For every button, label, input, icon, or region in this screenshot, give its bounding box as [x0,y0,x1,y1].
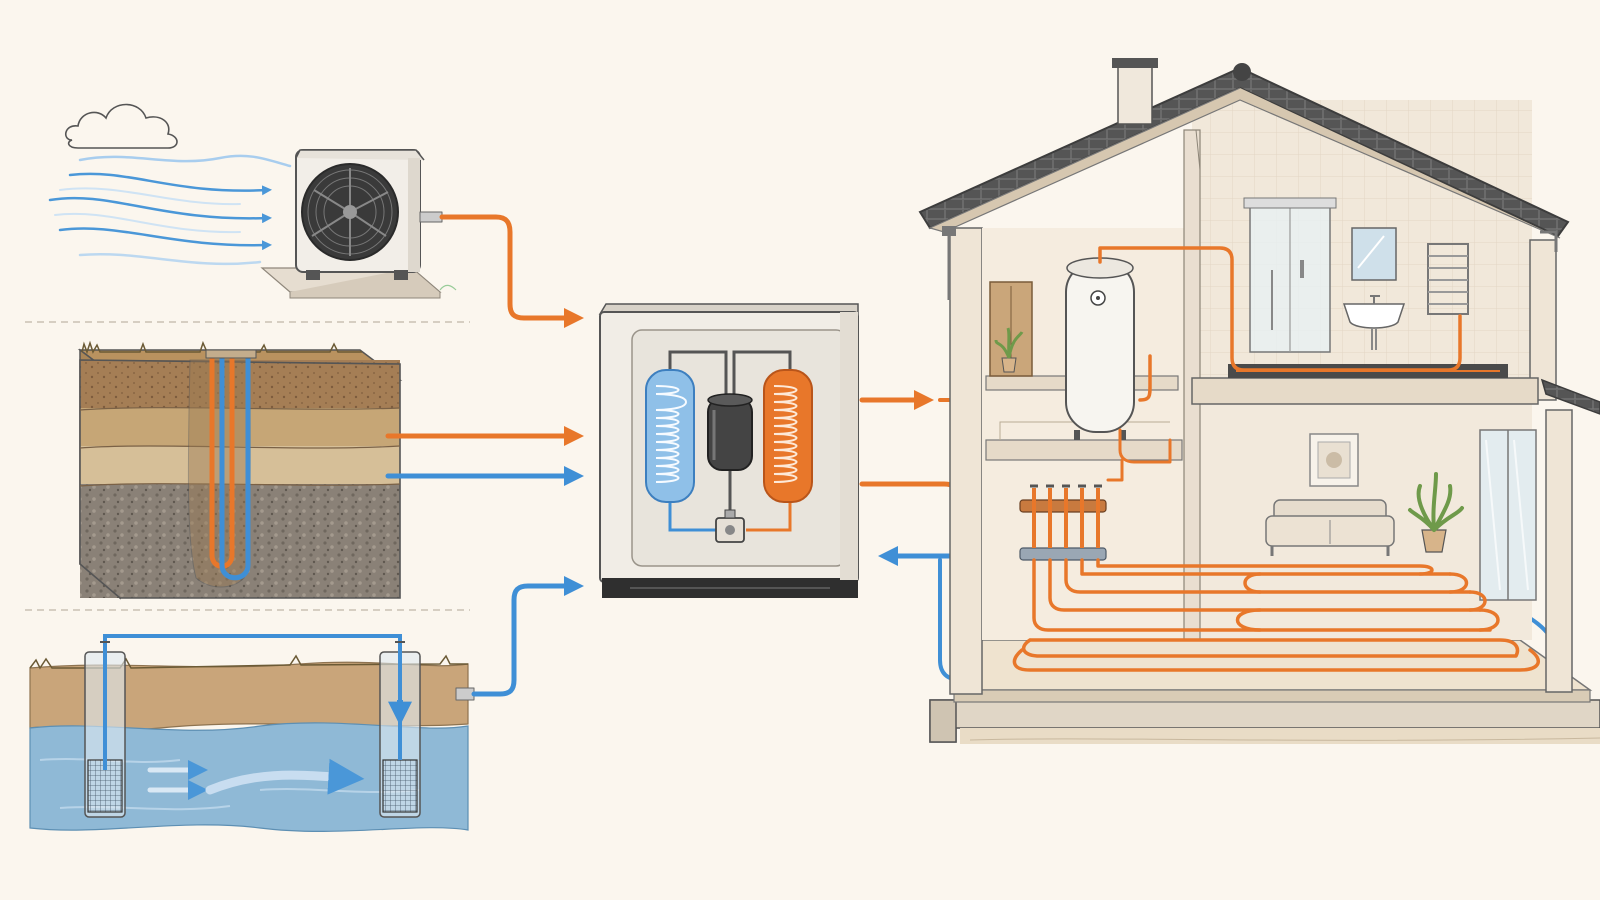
towel-radiator-icon [1427,243,1469,315]
house-cutaway [918,58,1600,744]
mirror-icon [1351,227,1397,281]
water-flow-arrows [147,758,365,800]
underfloor-heating-loop [1012,558,1540,672]
source-connections [385,211,584,701]
tank-to-bathroom-pipe [1098,246,1462,372]
expansion-valve-icon [715,509,745,543]
ground-loop-return [219,355,251,581]
wall-picture-icon [1309,433,1359,487]
sofa-icon [1265,499,1395,556]
upper-floor-slab [1191,377,1539,405]
left-wall [949,227,983,695]
air-flow-lines [48,154,292,266]
compressor-icon [707,393,753,471]
fan-icon [301,163,399,261]
well-connector-pipe [103,634,402,770]
ground-floor-slab [953,639,1593,691]
house-piping [1012,246,1540,672]
window [1479,429,1537,601]
potted-plant-icon [1408,472,1464,553]
right-wall [1529,239,1557,401]
groundwater-pipe [471,576,584,697]
heating-manifold [1019,484,1107,561]
evaporator-coil [645,369,695,503]
shower-icon [1243,197,1337,353]
heat-pump-unit [598,303,859,598]
chimney [1117,63,1153,125]
air-unit-hot-pipe [439,214,584,328]
sink [1342,295,1406,350]
groundwater-source [29,634,469,833]
condenser-coil [763,369,813,503]
air-source [48,103,457,299]
ground-source [77,340,403,600]
hot-water-tank [1065,257,1135,440]
cloud-icon [65,103,178,149]
potted-plant-icon [994,327,1024,373]
